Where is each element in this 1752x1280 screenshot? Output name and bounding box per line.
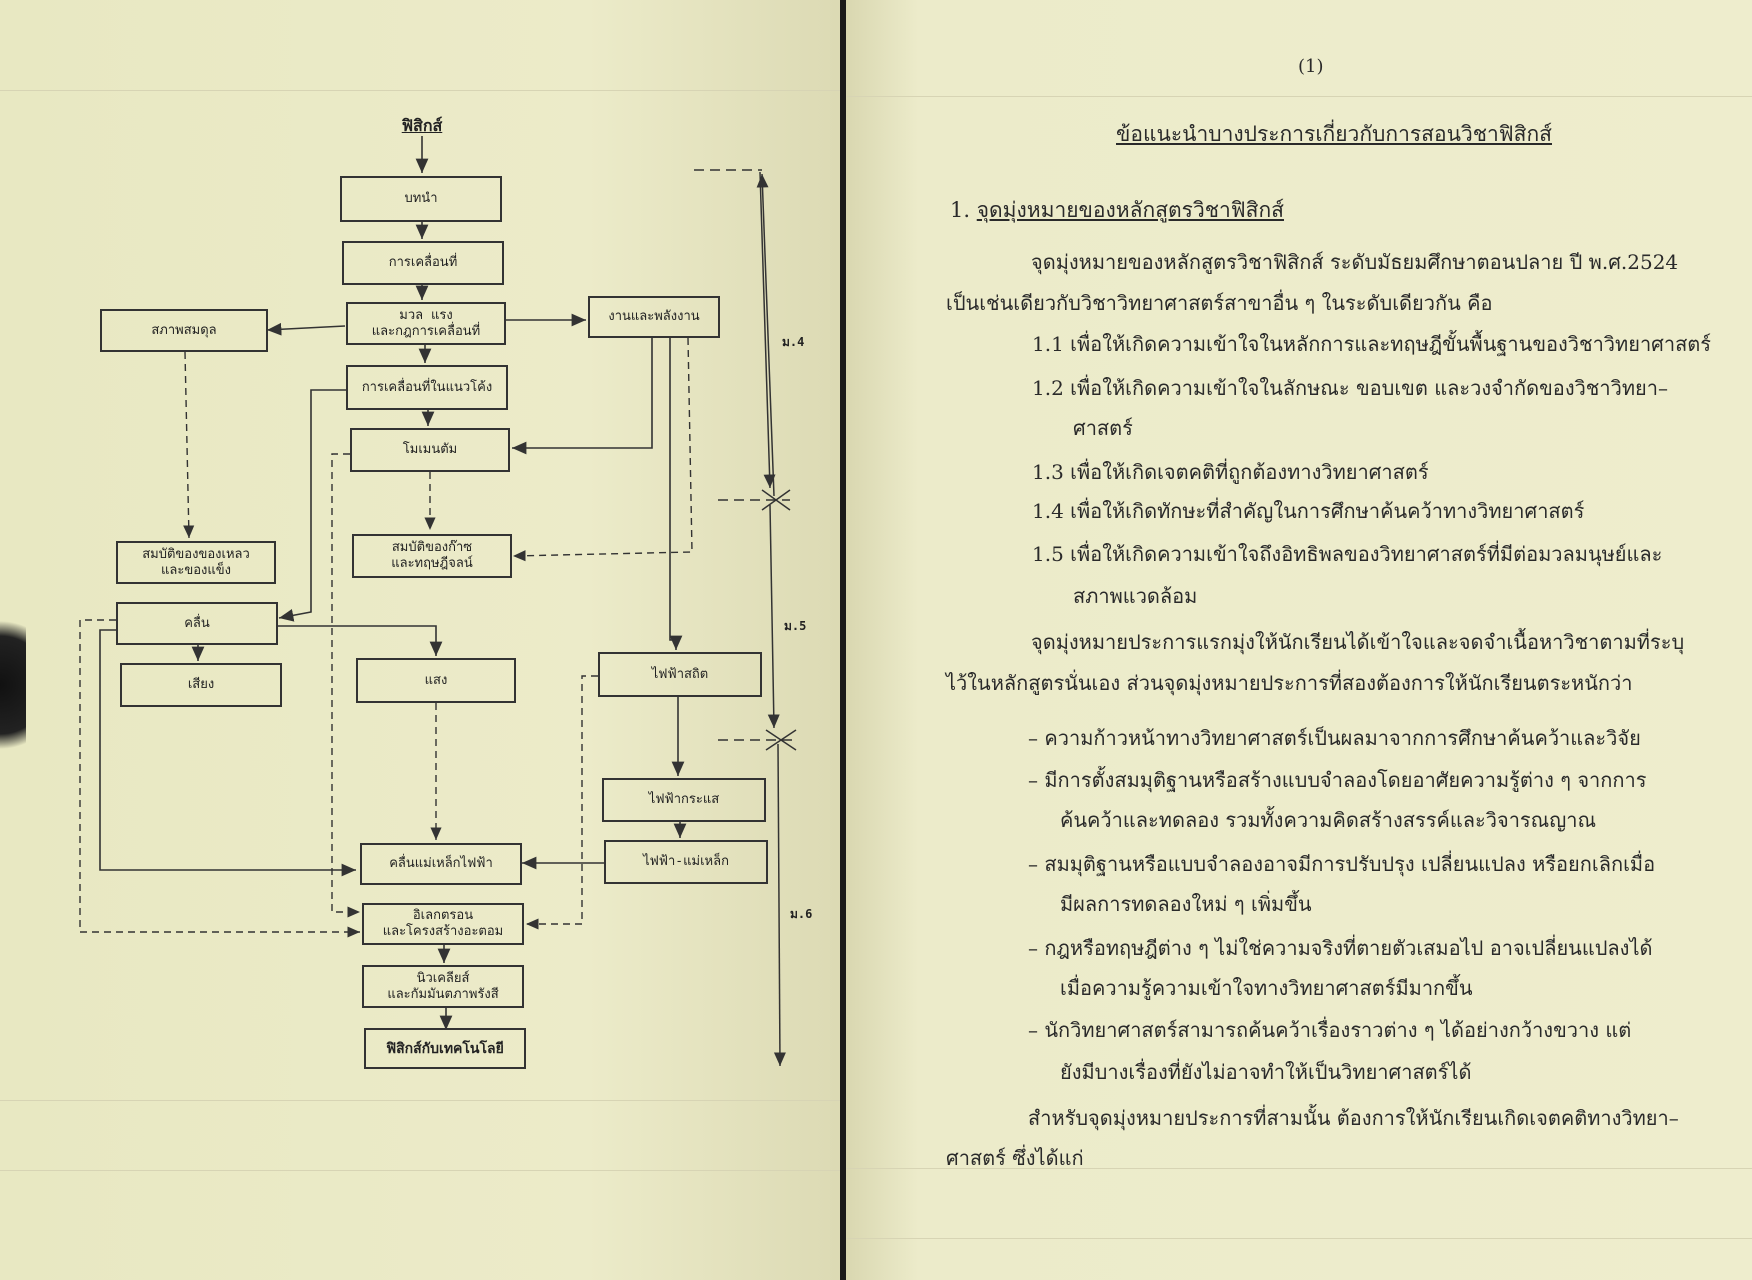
right-page: (1) ข้อแนะนำบางประการเกี่ยวกับการสอนวิชา… — [846, 0, 1752, 1280]
box-electrostatics: ไฟฟ้าสถิต — [598, 652, 762, 697]
box-light: แสง — [356, 658, 516, 703]
text-line: มีผลการทดลองใหม่ ๆ เพิ่มขึ้น — [1060, 892, 1312, 916]
flowchart-connectors — [79, 136, 798, 1067]
box-sound: เสียง — [120, 663, 282, 707]
text-line: – นักวิทยาศาสตร์สามารถค้นคว้าเรื่องราวต่… — [1028, 1018, 1632, 1042]
box-current: ไฟฟ้ากระแส — [602, 778, 766, 822]
section-number: 1. — [950, 198, 971, 222]
text-line: เป็นเช่นเดียวกับวิชาวิทยาศาสตร์สาขาอื่น … — [946, 291, 1493, 315]
box-mass-force: มวล แรง และกฎการเคลื่อนที่ — [346, 302, 506, 345]
box-liquid-solid: สมบัติของของเหลว และของแข็ง — [116, 541, 276, 584]
ruled-line — [846, 1168, 1752, 1169]
text-line: จุดมุ่งหมายประการแรกมุ่งให้นักเรียนได้เข… — [1031, 630, 1685, 654]
ruled-line — [0, 1100, 840, 1101]
box-equilibrium: สภาพสมดุล — [100, 309, 268, 352]
ruled-line — [846, 96, 1752, 97]
page-title: ข้อแนะนำบางประการเกี่ยวกับการสอนวิชาฟิสิ… — [1116, 122, 1552, 146]
text-line: ศาสตร์ ซึ่งได้แก่ — [946, 1146, 1084, 1170]
section-heading-text: จุดมุ่งหมายของหลักสูตรวิชาฟิสิกส์ — [976, 198, 1284, 222]
level-m6: ม.6 — [790, 907, 813, 921]
text-line: ไว้ในหลักสูตรนั่นเอง ส่วนจุดมุ่งหมายประก… — [946, 671, 1633, 695]
text-line: – กฎหรือทฤษฎีต่าง ๆ ไม่ใช่ความจริงที่ตาย… — [1028, 936, 1653, 960]
text-line: จุดมุ่งหมายของหลักสูตรวิชาฟิสิกส์ ระดับม… — [1031, 250, 1679, 274]
box-gas-kinetic: สมบัติของก๊าซ และทฤษฎีจลน์ — [352, 534, 512, 578]
ruled-line — [846, 1238, 1752, 1239]
text-line: เมื่อความรู้ความเข้าใจทางวิทยาศาสตร์มีมา… — [1060, 976, 1473, 1000]
text-line: 1.4 เพื่อให้เกิดทักษะที่สำคัญในการศึกษาค… — [1032, 499, 1585, 523]
text-line: 1.3 เพื่อให้เกิดเจตคติที่ถูกต้องทางวิทยา… — [1032, 460, 1429, 484]
ruled-line — [0, 90, 840, 91]
box-curved-motion: การเคลื่อนที่ในแนวโค้ง — [346, 365, 508, 410]
text-line: 1.1 เพื่อให้เกิดความเข้าใจในหลักการและทฤ… — [1032, 332, 1712, 356]
page-number: (1) — [1298, 56, 1324, 77]
text-line: ศาสตร์ — [1073, 416, 1133, 440]
text-line: ค้นคว้าและทดลอง รวมทั้งความคิดสร้างสรรค์… — [1060, 808, 1597, 832]
text-line: ยังมีบางเรื่องที่ยังไม่อาจทำให้เป็นวิทยา… — [1060, 1060, 1472, 1084]
box-technology: ฟิสิกส์กับเทคโนโลยี — [364, 1028, 526, 1069]
box-intro: บทนำ — [340, 176, 502, 222]
level-m5: ม.5 — [784, 619, 807, 633]
level-m4: ม.4 — [782, 335, 805, 349]
text-line: – ความก้าวหน้าทางวิทยาศาสตร์เป็นผลมาจากก… — [1028, 726, 1641, 750]
box-em-waves: คลื่นแม่เหล็กไฟฟ้า — [360, 843, 522, 885]
binding-clip — [0, 600, 26, 770]
box-motion: การเคลื่อนที่ — [342, 241, 504, 285]
text-line: 1.5 เพื่อให้เกิดความเข้าใจถึงอิทธิพลของว… — [1032, 542, 1663, 566]
box-nuclear: นิวเคลียส์ และกัมมันตภาพรังสี — [362, 965, 524, 1008]
section-heading: 1. จุดมุ่งหมายของหลักสูตรวิชาฟิสิกส์ — [950, 194, 1284, 227]
text-line: สภาพแวดล้อม — [1073, 584, 1198, 608]
text-line: 1.2 เพื่อให้เกิดความเข้าใจในลักษณะ ขอบเข… — [1032, 376, 1668, 400]
box-electron-atom: อิเลกตรอน และโครงสร้างอะตอม — [362, 903, 524, 945]
ruled-line — [0, 1170, 840, 1171]
box-momentum: โมเมนตัม — [350, 428, 510, 472]
box-work-energy: งานและพลังงาน — [588, 296, 720, 338]
box-waves: คลื่น — [116, 602, 278, 645]
text-line: – สมมุติฐานหรือแบบจำลองอาจมีการปรับปรุง … — [1028, 852, 1656, 876]
left-page: ฟิสิกส์ บทนำ การเคลื่อนที่ มวล แรง และกฎ… — [0, 0, 840, 1280]
box-electromagnetism: ไฟฟ้า-แม่เหล็ก — [604, 840, 768, 884]
text-line: สำหรับจุดมุ่งหมายประการที่สามนั้น ต้องกา… — [1028, 1106, 1679, 1130]
flowchart-title: ฟิสิกส์ — [401, 116, 443, 135]
text-line: – มีการตั้งสมมุติฐานหรือสร้างแบบจำลองโดย… — [1028, 768, 1647, 792]
